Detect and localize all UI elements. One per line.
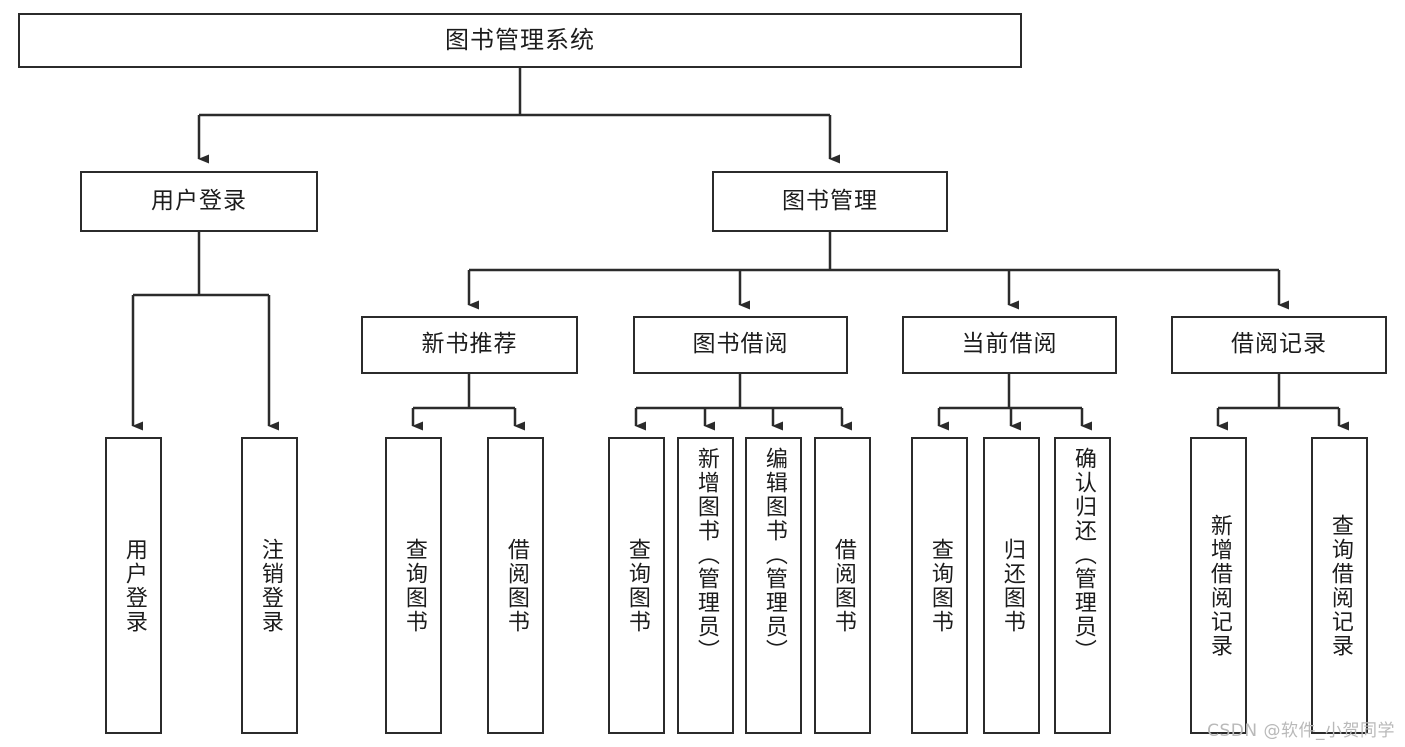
node-leaf-query-borrow-record-label: 查询借阅记录 [1327,513,1353,658]
node-leaf-add-book-label: 新增图书（管理员） [693,447,719,663]
node-leaf-query-book-recommend[interactable]: 查询图书 [385,437,442,734]
node-leaf-query-book-borrow-label: 查询图书 [624,537,650,634]
node-new-book-recommend-label: 新书推荐 [421,331,518,358]
node-current-borrow-label: 当前借阅 [961,331,1058,358]
watermark-text: CSDN @软件_小贺同学 [1207,721,1395,741]
node-leaf-query-book-recommend-label: 查询图书 [401,537,427,634]
node-leaf-borrow-book-recommend-label: 借阅图书 [503,537,529,634]
node-book-manage[interactable]: 图书管理 [712,171,948,232]
node-current-borrow[interactable]: 当前借阅 [902,316,1117,374]
node-leaf-query-book-borrow[interactable]: 查询图书 [608,437,665,734]
node-borrow-record[interactable]: 借阅记录 [1171,316,1387,374]
node-root-label: 图书管理系统 [445,26,595,55]
node-user-login-label: 用户登录 [151,187,247,214]
node-leaf-edit-book-label: 编辑图书（管理员） [761,447,787,663]
node-book-borrow[interactable]: 图书借阅 [633,316,848,374]
node-leaf-logout[interactable]: 注销登录 [241,437,298,734]
node-leaf-confirm-return[interactable]: 确认归还（管理员） [1054,437,1111,734]
node-leaf-user-login-label: 用户登录 [121,537,147,634]
node-leaf-query-book-current-label: 查询图书 [927,537,953,634]
node-leaf-borrow-book-label: 借阅图书 [830,537,856,634]
node-leaf-add-book[interactable]: 新增图书（管理员） [677,437,734,734]
node-root[interactable]: 图书管理系统 [18,13,1022,68]
node-leaf-add-borrow-record[interactable]: 新增借阅记录 [1190,437,1247,734]
node-leaf-confirm-return-label: 确认归还（管理员） [1070,447,1096,663]
node-leaf-query-book-current[interactable]: 查询图书 [911,437,968,734]
node-leaf-borrow-book[interactable]: 借阅图书 [814,437,871,734]
node-leaf-user-login[interactable]: 用户登录 [105,437,162,734]
node-new-book-recommend[interactable]: 新书推荐 [361,316,578,374]
node-leaf-edit-book[interactable]: 编辑图书（管理员） [745,437,802,734]
node-book-borrow-label: 图书借阅 [692,331,789,358]
node-leaf-borrow-book-recommend[interactable]: 借阅图书 [487,437,544,734]
node-leaf-return-book-label: 归还图书 [999,537,1025,634]
node-leaf-add-borrow-record-label: 新增借阅记录 [1206,513,1232,658]
node-leaf-logout-label: 注销登录 [257,537,283,634]
node-book-manage-label: 图书管理 [782,187,878,214]
node-borrow-record-label: 借阅记录 [1231,331,1327,358]
node-user-login[interactable]: 用户登录 [80,171,318,232]
node-leaf-query-borrow-record[interactable]: 查询借阅记录 [1311,437,1368,734]
node-leaf-return-book[interactable]: 归还图书 [983,437,1040,734]
